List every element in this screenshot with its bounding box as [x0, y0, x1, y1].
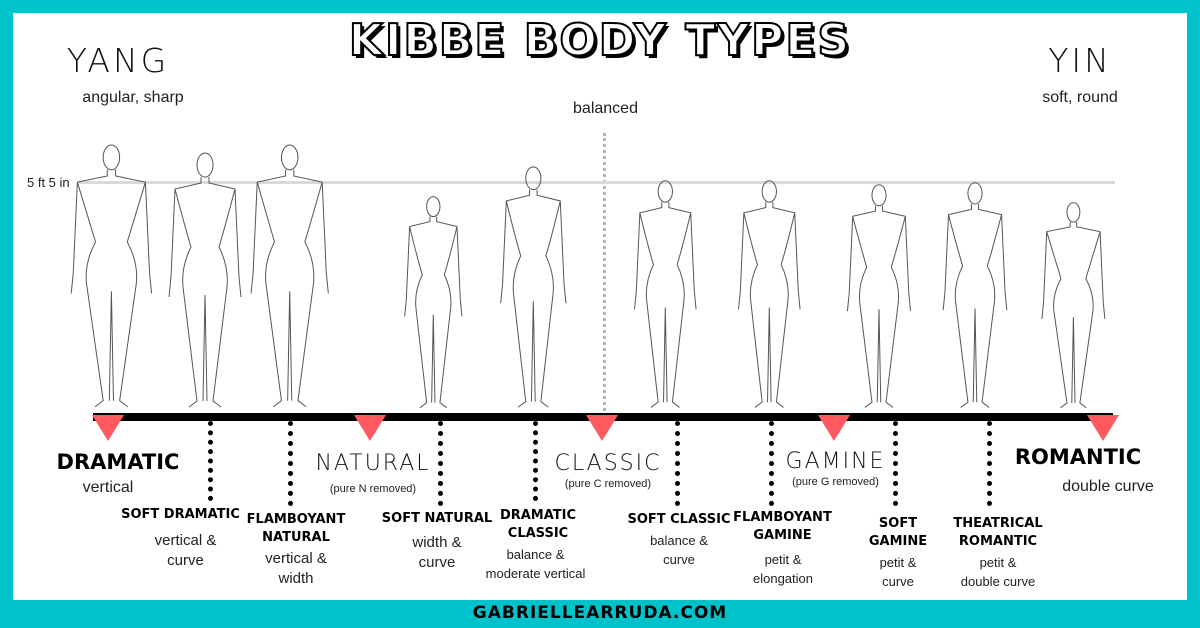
yang-label: YANG	[66, 41, 170, 80]
figure-dramatic	[70, 144, 152, 408]
tick-dramatic-classic	[533, 421, 538, 501]
subtype-desc-soft-gamine: petit & curve	[879, 555, 917, 589]
yang-description: angular, sharp	[82, 89, 184, 106]
subtype-name-dramatic-classic: DRAMATIC CLASSIC	[499, 508, 577, 541]
figure-soft-dramatic	[168, 152, 242, 408]
marker-gamine	[818, 415, 850, 441]
page-title: KIBBE BODY TYPES	[348, 14, 852, 67]
footer-website: GABRIELLEARRUDA.COM	[472, 603, 728, 623]
type-desc-gamine: (pure G removed)	[792, 476, 879, 488]
balanced-label: balanced	[573, 100, 638, 117]
subtype-name-soft-gamine: SOFT GAMINE	[868, 516, 928, 549]
subtype-desc-dramatic-classic: balance & moderate vertical	[485, 547, 586, 581]
subtype-desc-flamboyant-natural: vertical & width	[265, 550, 327, 587]
subtype-name-soft-natural: SOFT NATURAL	[381, 511, 493, 526]
subtype-desc-soft-dramatic: vertical & curve	[154, 532, 217, 569]
figure-theatrical-romantic	[942, 182, 1008, 408]
subtype-name-flamboyant-natural: FLAMBOYANT NATURAL	[246, 512, 346, 545]
yin-description: soft, round	[1042, 89, 1118, 106]
figure-flamboyant-natural	[250, 144, 330, 408]
tick-flamboyant-natural	[288, 421, 293, 506]
figure-dramatic-classic	[499, 166, 567, 408]
marker-dramatic	[92, 415, 124, 441]
type-name-classic: CLASSIC	[554, 451, 662, 476]
figure-romantic	[1040, 202, 1105, 409]
height-reference-line	[79, 181, 1115, 184]
marker-romantic	[1087, 415, 1119, 441]
type-name-gamine: GAMINE	[785, 449, 886, 474]
type-name-natural: NATURAL	[315, 451, 431, 476]
tick-soft-dramatic	[208, 421, 213, 501]
subtype-name-soft-classic: SOFT CLASSIC	[627, 512, 731, 527]
marker-natural	[354, 415, 386, 441]
tick-theatrical-romantic	[987, 421, 992, 506]
height-reference-label: 5 ft 5 in	[27, 175, 70, 190]
subtype-name-flamboyant-gamine: FLAMBOYANT GAMINE	[733, 510, 832, 543]
subtype-name-soft-dramatic: SOFT DRAMATIC	[121, 507, 240, 522]
type-name-dramatic: DRAMATIC	[56, 450, 180, 474]
figure-soft-classic	[633, 180, 697, 408]
type-desc-romantic: double curve	[1062, 478, 1154, 495]
tick-soft-classic	[675, 421, 680, 506]
type-name-romantic: ROMANTIC	[1014, 445, 1142, 469]
subtype-name-theatrical-romantic: THEATRICAL ROMANTIC	[953, 516, 1043, 549]
diagram-panel: KIBBE BODY TYPES YANG angular, sharp YIN…	[13, 13, 1187, 600]
type-desc-classic: (pure C removed)	[564, 478, 652, 490]
figure-flamboyant-gamine	[737, 180, 801, 408]
subtype-desc-soft-natural: width & curve	[412, 534, 462, 571]
type-desc-dramatic: vertical	[82, 479, 134, 496]
figure-soft-gamine	[846, 184, 912, 408]
tick-flamboyant-gamine	[769, 421, 774, 506]
subtype-desc-soft-classic: balance & curve	[650, 533, 708, 567]
balanced-divider	[603, 133, 606, 423]
marker-classic	[586, 415, 618, 441]
tick-soft-natural	[438, 421, 443, 506]
subtype-desc-theatrical-romantic: petit & double curve	[960, 555, 1036, 589]
subtype-desc-flamboyant-gamine: petit & elongation	[753, 552, 813, 586]
figure-soft-natural	[403, 196, 463, 409]
type-desc-natural: (pure N removed)	[329, 483, 417, 495]
yin-label: YIN	[1048, 41, 1112, 80]
tick-soft-gamine	[893, 421, 898, 506]
